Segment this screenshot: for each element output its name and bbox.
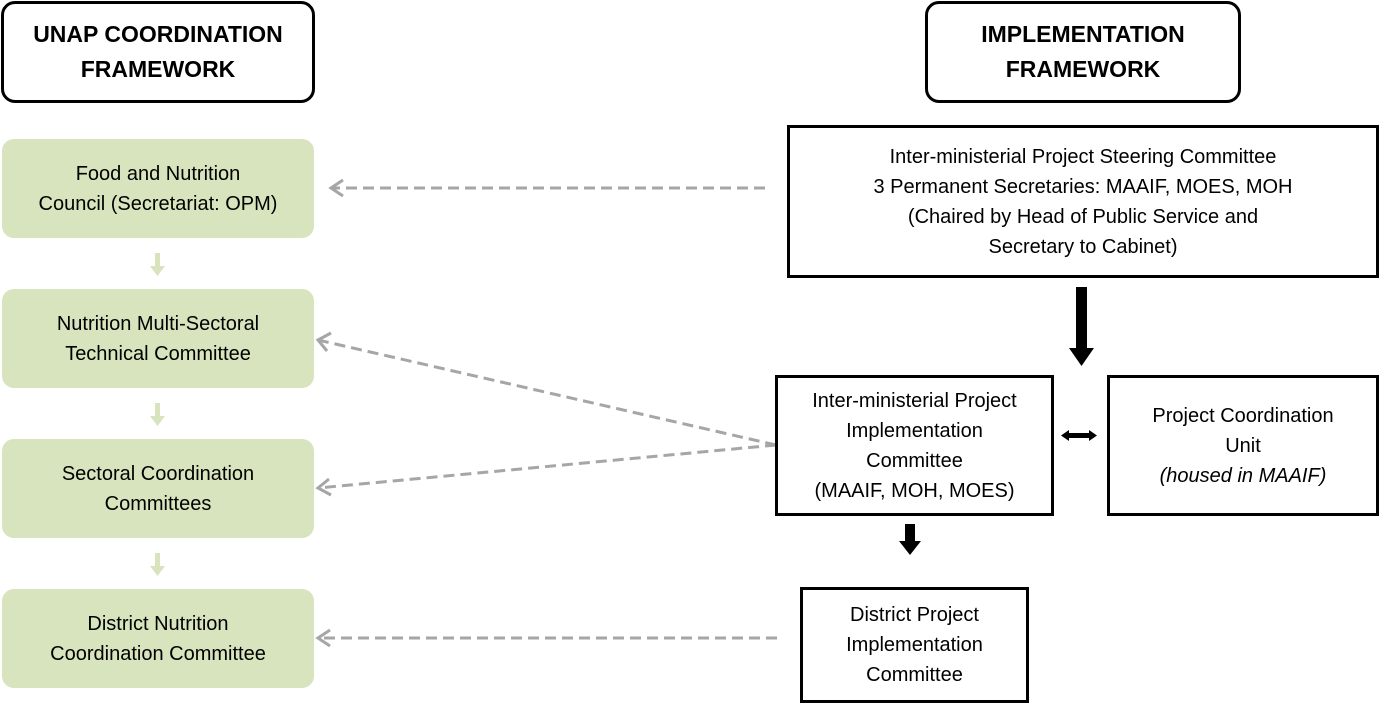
green-down-arrow-1 bbox=[150, 253, 165, 276]
dashed-arrow-to-technical-committee bbox=[317, 338, 777, 447]
coordination-unit-line-1: Project Coordination bbox=[1152, 404, 1334, 427]
implementation-committee-box: Inter-ministerial Project Implementation… bbox=[775, 375, 1054, 516]
dashed-arrowhead-technical bbox=[315, 331, 332, 352]
implementation-line-2: Implementation bbox=[846, 419, 983, 442]
council-line-1: Food and Nutrition bbox=[75, 162, 241, 185]
green-down-arrow-2 bbox=[150, 403, 165, 426]
black-down-arrow-steering-to-implementation bbox=[1069, 287, 1094, 366]
steering-line-1: Inter-ministerial Project Steering Commi… bbox=[889, 145, 1277, 168]
steering-line-2: 3 Permanent Secretaries: MAAIF, MOES, MO… bbox=[873, 175, 1293, 198]
sectoral-line-2: Committees bbox=[104, 492, 212, 515]
green-down-arrow-3 bbox=[150, 553, 165, 576]
dashed-arrowhead-sectoral bbox=[315, 477, 332, 497]
technical-line-2: Technical Committee bbox=[65, 342, 251, 365]
implementation-framework-header: IMPLEMENTATION FRAMEWORK bbox=[925, 1, 1241, 103]
sectoral-coordination-committees-box: Sectoral Coordination Committees bbox=[2, 439, 314, 538]
district-nutrition-line-1: District Nutrition bbox=[87, 612, 229, 635]
dashed-arrowhead-council bbox=[328, 178, 344, 198]
header-left-line-2: FRAMEWORK bbox=[80, 56, 236, 82]
header-right-line-2: FRAMEWORK bbox=[1005, 56, 1161, 82]
multi-sectoral-technical-committee-box: Nutrition Multi-Sectoral Technical Commi… bbox=[2, 289, 314, 388]
steering-committee-box: Inter-ministerial Project Steering Commi… bbox=[787, 125, 1379, 278]
sectoral-line-1: Sectoral Coordination bbox=[61, 462, 255, 485]
dashed-arrowhead-district bbox=[315, 628, 331, 648]
black-double-arrow-implementation-unit bbox=[1061, 430, 1097, 441]
district-implementation-committee-box: District Project Implementation Committe… bbox=[800, 587, 1029, 703]
district-implementation-line-3: Committee bbox=[866, 664, 963, 686]
steering-line-3: (Chaired by Head of Public Service and bbox=[907, 205, 1259, 228]
implementation-line-4: (MAAIF, MOH, MOES) bbox=[814, 479, 1015, 502]
black-down-arrow-implementation-to-district bbox=[899, 524, 921, 555]
district-nutrition-line-2: Coordination Committee bbox=[50, 642, 266, 665]
food-nutrition-council-box: Food and Nutrition Council (Secretariat:… bbox=[2, 139, 314, 238]
unap-framework-header: UNAP COORDINATION FRAMEWORK bbox=[1, 1, 315, 103]
coordination-unit-note: (housed in MAAIF) bbox=[1159, 464, 1327, 487]
steering-line-4: Secretary to Cabinet) bbox=[988, 235, 1178, 258]
implementation-line-3: Committee bbox=[866, 449, 963, 472]
header-right-line-1: IMPLEMENTATION bbox=[981, 21, 1185, 47]
district-implementation-line-2: Implementation bbox=[846, 634, 983, 656]
project-coordination-unit-box: Project Coordination Unit (housed in MAA… bbox=[1107, 375, 1379, 516]
coordination-unit-line-2: Unit bbox=[1225, 434, 1261, 457]
council-line-2: Council (Secretariat: OPM) bbox=[38, 192, 278, 215]
technical-line-1: Nutrition Multi-Sectoral bbox=[56, 312, 260, 335]
district-nutrition-committee-box: District Nutrition Coordination Committe… bbox=[2, 589, 314, 688]
district-implementation-line-1: District Project bbox=[850, 604, 979, 626]
header-left-line-1: UNAP COORDINATION bbox=[33, 21, 283, 47]
dashed-arrow-to-sectoral-committees bbox=[317, 443, 777, 490]
implementation-line-1: Inter-ministerial Project bbox=[812, 389, 1017, 412]
